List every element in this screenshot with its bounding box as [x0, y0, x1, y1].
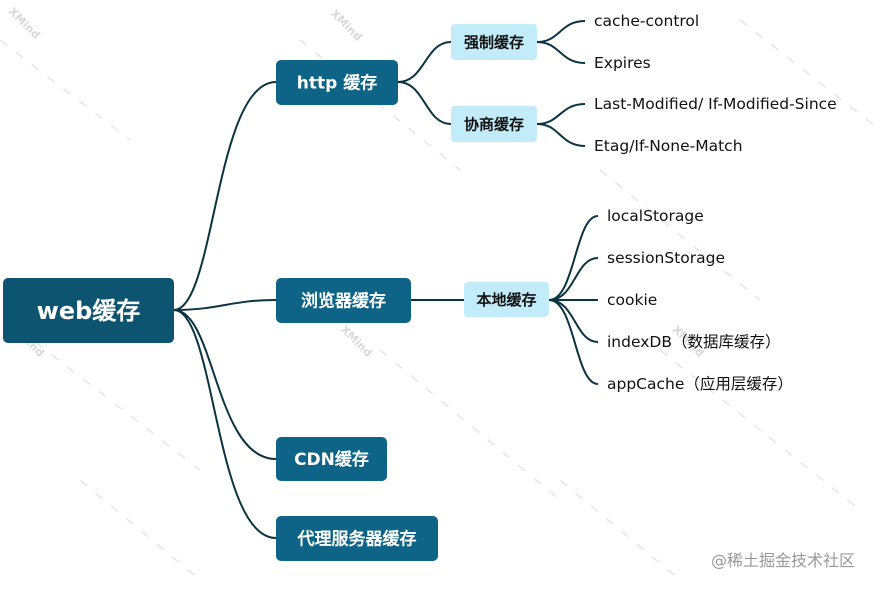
- edge-http-negotiated: [397, 81, 452, 125]
- watermark-mark: XMind: [328, 7, 365, 44]
- node-http-cache-label: http 缓存: [297, 73, 377, 94]
- root-label: web缓存: [37, 297, 141, 325]
- node-cdn-cache-label: CDN缓存: [294, 449, 369, 470]
- edge-http-forced: [397, 41, 452, 83]
- node-forced-cache[interactable]: 强制缓存: [451, 24, 537, 60]
- node-browser-cache-label: 浏览器缓存: [301, 291, 386, 312]
- leaf-appcache[interactable]: appCache（应用层缓存）: [607, 374, 793, 393]
- leaf-localstorage[interactable]: localStorage: [607, 207, 704, 225]
- leaf-last-modified[interactable]: Last-Modified/ If-Modified-Since: [594, 95, 837, 113]
- node-local-cache[interactable]: 本地缓存: [464, 282, 549, 317]
- edge-root-http: [173, 81, 277, 311]
- edge-local-localstorage: [548, 215, 599, 301]
- connector-edges: [173, 20, 599, 539]
- edge-negotiated-etag: [536, 123, 586, 147]
- edge-negotiated-lastmodified: [536, 103, 586, 125]
- leaf-cache-control[interactable]: cache-control: [594, 12, 699, 30]
- node-http-cache[interactable]: http 缓存: [276, 60, 398, 105]
- node-negotiated-cache-label: 协商缓存: [464, 116, 524, 134]
- node-proxy-cache[interactable]: 代理服务器缓存: [276, 516, 438, 561]
- node-negotiated-cache[interactable]: 协商缓存: [451, 106, 537, 142]
- source-credit: @稀土掘金技术社区: [711, 551, 855, 570]
- leaf-sessionstorage[interactable]: sessionStorage: [607, 249, 725, 267]
- leaf-cookie[interactable]: cookie: [607, 291, 657, 309]
- edge-local-appcache: [548, 299, 599, 385]
- edge-local-indexdb: [548, 299, 599, 343]
- root-node[interactable]: web缓存: [3, 278, 174, 343]
- leaf-indexdb[interactable]: indexDB（数据库缓存）: [607, 333, 780, 351]
- node-browser-cache[interactable]: 浏览器缓存: [276, 278, 411, 323]
- node-proxy-cache-label: 代理服务器缓存: [297, 529, 417, 550]
- leaf-expires[interactable]: Expires: [594, 54, 651, 72]
- edge-root-proxy: [173, 309, 277, 539]
- node-local-cache-label: 本地缓存: [476, 291, 536, 309]
- watermark-mark: XMind: [338, 323, 375, 360]
- edge-root-cdn: [173, 309, 277, 460]
- leaf-etag[interactable]: Etag/If-None-Match: [594, 137, 743, 155]
- node-forced-cache-label: 强制缓存: [464, 34, 524, 52]
- edge-local-sessionstorage: [548, 257, 599, 301]
- edge-forced-cachecontrol: [536, 20, 586, 43]
- edge-root-browser: [173, 299, 277, 311]
- node-cdn-cache[interactable]: CDN缓存: [276, 437, 387, 481]
- edge-forced-expires: [536, 41, 586, 64]
- watermark-mark: XMind: [6, 5, 43, 42]
